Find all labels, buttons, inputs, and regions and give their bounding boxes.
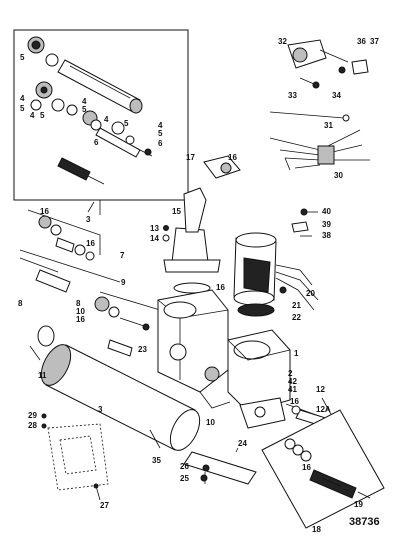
svg-text:2: 2 [288,369,293,378]
svg-text:16: 16 [216,283,225,292]
svg-text:8: 8 [76,299,81,308]
bracket-parts: 40 39 38 [291,207,331,240]
motor-cap-and-wiring: 32 36 37 33 34 31 30 [269,37,379,180]
valve-spool-inset: 16 19 18 [261,409,385,534]
svg-text:5: 5 [20,53,25,62]
svg-text:4: 4 [158,121,163,130]
svg-text:12A: 12A [316,405,331,414]
svg-text:5: 5 [20,104,25,113]
pump-housing: 13 14 15 16 20 21 22 1 2 42 41 10 [150,187,319,429]
svg-text:8: 8 [18,299,23,308]
svg-text:18: 18 [312,525,321,534]
svg-text:16: 16 [302,463,311,472]
svg-text:5: 5 [40,111,45,120]
cylinder-internals-inset: 5 4 5 4 5 4 5 4 5 4 5 6 6 [13,29,189,215]
svg-text:16: 16 [40,207,49,216]
svg-text:28: 28 [28,421,37,430]
svg-text:11: 11 [38,371,47,380]
svg-text:16: 16 [290,397,299,406]
part-17-assembly: 17 16 [186,153,241,179]
svg-text:9: 9 [121,278,126,287]
reference-number: 38736 [349,516,380,528]
svg-text:29: 29 [28,411,37,420]
svg-text:10: 10 [206,418,215,427]
svg-text:5: 5 [124,119,129,128]
svg-text:4: 4 [20,94,25,103]
svg-text:16: 16 [86,239,95,248]
svg-text:26: 26 [180,462,189,471]
svg-text:16: 16 [228,153,237,162]
svg-text:33: 33 [288,91,297,100]
svg-text:15: 15 [172,207,181,216]
svg-text:24: 24 [238,439,247,448]
svg-text:17: 17 [186,153,195,162]
part-9-group: 9 8 10 16 23 [76,278,161,357]
valve-parts-group: 16 16 7 8 [18,207,125,308]
svg-text:14: 14 [150,234,159,243]
svg-text:7: 7 [120,251,125,260]
svg-text:22: 22 [292,313,301,322]
svg-text:4: 4 [82,97,87,106]
svg-text:4: 4 [104,115,109,124]
svg-text:27: 27 [100,501,109,510]
svg-text:19: 19 [354,500,363,509]
svg-text:3: 3 [98,405,103,414]
svg-text:35: 35 [152,456,161,465]
svg-text:10: 10 [76,307,85,316]
svg-text:20: 20 [306,289,315,298]
svg-text:23: 23 [138,345,147,354]
svg-text:31: 31 [324,121,333,130]
svg-text:6: 6 [94,138,99,147]
svg-text:41: 41 [288,385,297,394]
svg-text:34: 34 [332,91,341,100]
svg-text:21: 21 [292,301,301,310]
svg-text:37: 37 [370,37,379,46]
svg-text:16: 16 [76,315,85,324]
trim-cylinder: 11 3 35 [29,325,201,465]
svg-text:30: 30 [334,171,343,180]
svg-text:3: 3 [86,215,91,224]
svg-text:32: 32 [278,37,287,46]
svg-text:1: 1 [294,349,299,358]
part-24-group: 24 26 25 [180,439,257,485]
transom-bracket: 29 28 27 [28,411,109,510]
svg-text:36: 36 [357,37,366,46]
svg-text:25: 25 [180,474,189,483]
svg-text:5: 5 [82,105,87,114]
misc-callouts: 3 [86,201,95,224]
svg-text:6: 6 [158,139,163,148]
svg-text:13: 13 [150,224,159,233]
svg-text:40: 40 [322,207,331,216]
svg-text:4: 4 [30,111,35,120]
svg-text:39: 39 [322,220,331,229]
svg-text:5: 5 [158,129,163,138]
svg-text:42: 42 [288,377,297,386]
svg-text:12: 12 [316,385,325,394]
svg-text:38: 38 [322,231,331,240]
